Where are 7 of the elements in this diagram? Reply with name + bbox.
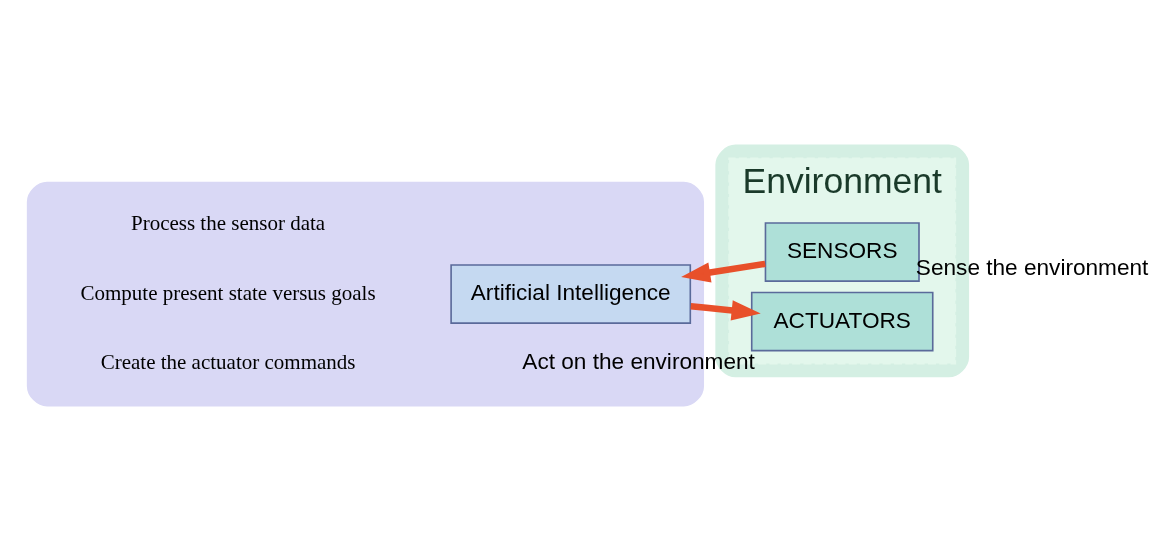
arrow — [681, 260, 766, 283]
node-label: Process the sensor data — [130, 211, 326, 236]
node-box: ACTUATORS — [750, 291, 934, 352]
node-label: Compute present state versus goals — [80, 280, 376, 305]
node-box: Artificial Intelligence — [450, 264, 692, 324]
node-label: Create the actuator commands — [100, 350, 356, 375]
arrow — [690, 300, 761, 321]
